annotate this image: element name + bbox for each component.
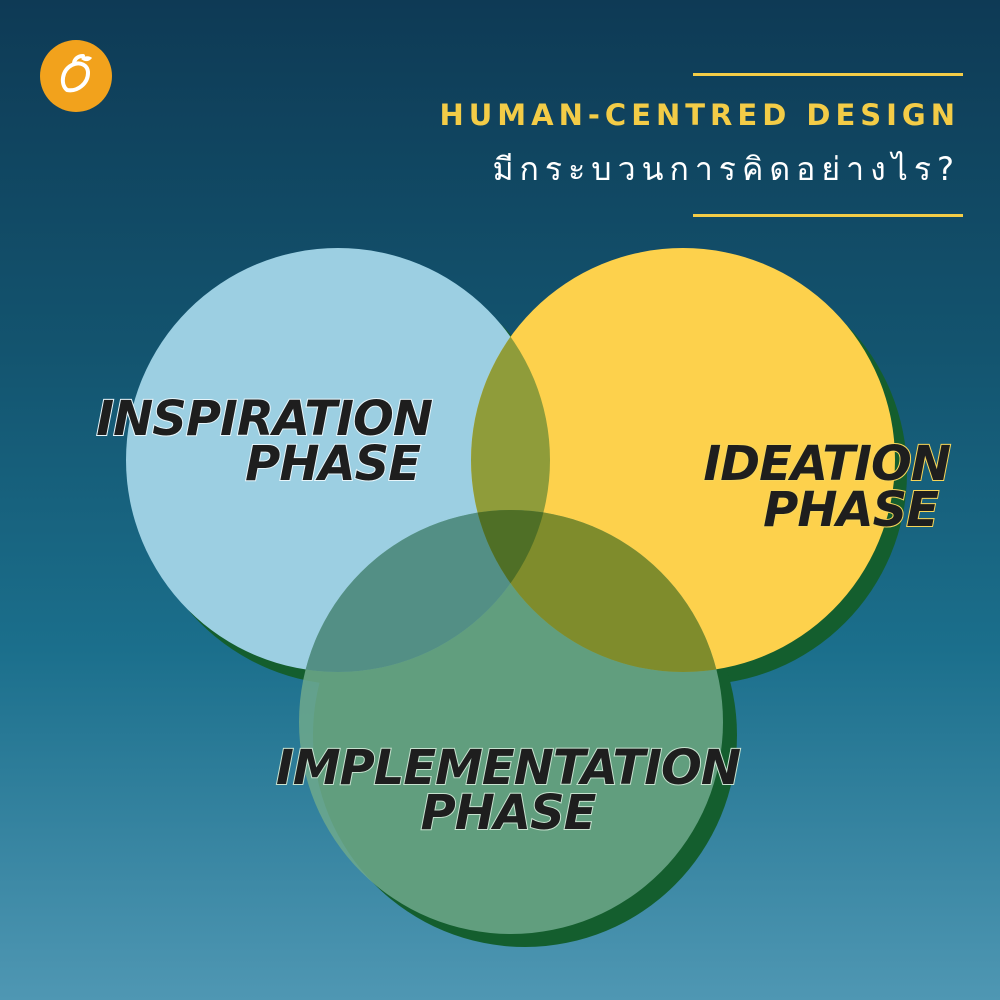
ideation-label-line1: IDEATION [703,436,950,492]
ideation-label-line2: PHASE [763,482,939,538]
mango-logo-icon [40,40,112,112]
page-subtitle: มีกระบวนการคิดอย่างไร? [492,150,960,188]
header-rule-bottom [693,214,963,217]
inspiration-label-line2: PHASE [245,436,421,492]
inspiration-implementation-overlap [299,510,550,672]
implementation-label-line1: IMPLEMENTATION [276,740,741,796]
implementation-label-line2: PHASE [421,785,597,841]
inspiration-label-line1: INSPIRATION [96,391,433,447]
page-title: HUMAN-CENTRED DESIGN [439,98,960,132]
header-rule-top [693,73,963,76]
ideation-implementation-overlap [471,510,723,672]
